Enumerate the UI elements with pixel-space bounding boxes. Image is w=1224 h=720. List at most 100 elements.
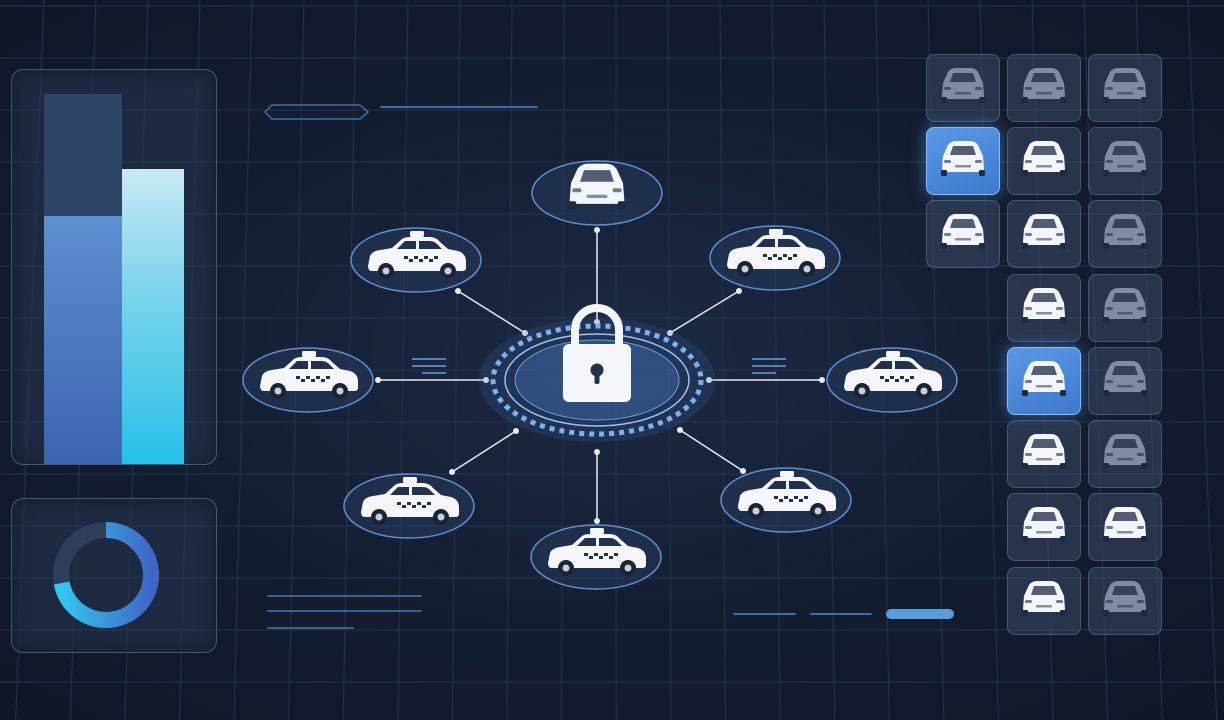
taxi-icon <box>844 351 942 399</box>
car-icon <box>1022 434 1066 469</box>
text-line-2 <box>267 610 422 612</box>
grid-line <box>451 0 461 720</box>
vehicle-tile[interactable] <box>1007 493 1081 561</box>
car-icon <box>1103 288 1147 323</box>
car-icon <box>1103 141 1147 176</box>
taxi-icon <box>727 229 825 277</box>
grid-line <box>771 0 781 720</box>
bar-chart-panel <box>11 69 217 465</box>
car-icon <box>1103 68 1147 103</box>
progress-pill <box>886 609 954 619</box>
vehicle-tile[interactable] <box>926 54 1000 122</box>
bar-chart-bar-right <box>122 168 184 464</box>
taxi-icon <box>548 528 646 576</box>
taxi-icon <box>738 471 836 519</box>
padlock-icon <box>563 304 631 402</box>
car-icon <box>1022 68 1066 103</box>
car-icon <box>941 141 985 176</box>
vehicle-tile[interactable] <box>1088 420 1162 488</box>
taxi-icon <box>368 231 466 279</box>
central-lock-hub <box>479 304 715 442</box>
link-endpoint <box>594 518 600 524</box>
link-endpoint <box>483 377 489 383</box>
car-icon <box>1022 288 1066 323</box>
network-node <box>826 347 958 413</box>
car-icon <box>1103 214 1147 249</box>
network-node <box>350 227 482 293</box>
car-icon <box>1103 434 1147 469</box>
link-endpoint <box>819 377 825 383</box>
grid-line <box>561 0 565 720</box>
car-icon <box>1103 361 1147 396</box>
donut-arc <box>53 522 159 628</box>
text-line-1 <box>267 595 422 597</box>
vehicle-tile[interactable] <box>1088 493 1162 561</box>
grid-line <box>823 0 836 720</box>
vehicle-tile[interactable] <box>1007 347 1081 415</box>
link-endpoint <box>594 319 600 325</box>
network-node <box>720 467 852 533</box>
header-tag-shape <box>263 104 370 125</box>
link-endpoint <box>594 227 600 233</box>
vehicle-tile[interactable] <box>1007 127 1081 195</box>
vehicle-tile[interactable] <box>1007 420 1081 488</box>
taxi-icon <box>260 351 358 399</box>
link-endpoint <box>522 330 528 336</box>
link-endpoint <box>677 427 683 433</box>
network-node <box>531 160 663 226</box>
header-line <box>380 106 538 108</box>
car-icon <box>1022 214 1066 249</box>
car-icon <box>1022 507 1066 542</box>
link-endpoint <box>736 288 742 294</box>
car-icon <box>941 68 985 103</box>
car-icon <box>1022 581 1066 616</box>
network-node <box>242 347 374 413</box>
hub-dashed-ring <box>490 323 704 437</box>
network-node <box>530 524 662 590</box>
vehicle-tile[interactable] <box>1007 567 1081 635</box>
vehicle-tile[interactable] <box>1088 54 1162 122</box>
car-icon <box>568 163 626 210</box>
grid-line <box>397 0 409 720</box>
bar-chart-bar-left <box>44 215 122 464</box>
network-link <box>679 429 744 472</box>
network-link <box>451 430 517 473</box>
link-endpoint <box>455 288 461 294</box>
hub-ring <box>504 333 690 427</box>
grid-line <box>719 0 726 720</box>
link-endpoint <box>375 377 381 383</box>
network-node <box>343 473 475 539</box>
grid-line <box>667 0 672 720</box>
link-endpoint <box>706 377 712 383</box>
vehicle-tile[interactable] <box>1007 200 1081 268</box>
network-link <box>457 290 526 334</box>
link-endpoint <box>449 469 455 475</box>
network-node <box>709 225 841 291</box>
vehicle-tile[interactable] <box>1007 54 1081 122</box>
vehicle-tile[interactable] <box>1088 127 1162 195</box>
taxi-icon <box>361 477 459 525</box>
vehicle-tile[interactable] <box>1088 567 1162 635</box>
link-endpoint <box>513 428 519 434</box>
link-endpoint <box>740 468 746 474</box>
car-icon <box>1022 141 1066 176</box>
car-icon <box>941 214 985 249</box>
vehicle-tile[interactable] <box>1088 347 1162 415</box>
progress-line-2 <box>810 613 872 615</box>
donut-chart-panel <box>11 498 217 653</box>
progress-line-1 <box>733 613 796 615</box>
car-icon <box>1022 361 1066 396</box>
text-line-3 <box>267 627 354 629</box>
grid-line <box>233 0 253 720</box>
car-icon <box>1103 507 1147 542</box>
grid-line <box>506 0 513 720</box>
vehicle-tile[interactable] <box>926 200 1000 268</box>
vehicle-tile[interactable] <box>1088 200 1162 268</box>
vehicle-tile[interactable] <box>1007 274 1081 342</box>
donut-chart <box>53 522 159 628</box>
link-endpoint <box>594 449 600 455</box>
vehicle-tile[interactable] <box>926 127 1000 195</box>
grid-line <box>1187 0 1218 720</box>
car-icon <box>1103 581 1147 616</box>
vehicle-tile[interactable] <box>1088 274 1162 342</box>
